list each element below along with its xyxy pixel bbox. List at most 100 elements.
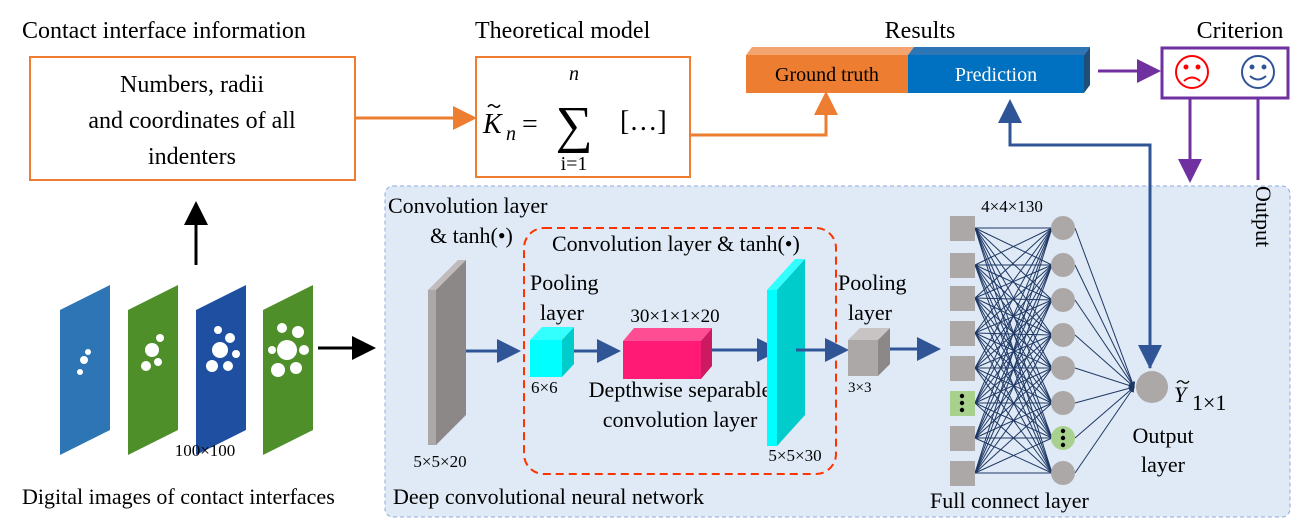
formula-eq: = (522, 109, 538, 140)
pool2-label: Pooling (838, 270, 906, 295)
fc-connection (974, 367, 1053, 474)
output-connection (1074, 227, 1136, 388)
fc-input-node (950, 321, 975, 346)
fc-connection (974, 227, 1053, 334)
dw-label: Depthwise separable (589, 377, 772, 402)
fc-input-node (950, 286, 975, 311)
gt-top (746, 47, 914, 55)
ellipsis-dot (959, 393, 965, 399)
group-label: Convolution layer & tanh(•) (552, 231, 800, 256)
dw-size: 30×1×1×20 (630, 306, 719, 327)
pred-top (908, 47, 1090, 55)
fc-hidden-node (1051, 253, 1075, 277)
fc-connection (974, 334, 1053, 474)
ground-truth-label: Ground truth (775, 64, 879, 86)
image-size: 100×100 (175, 441, 236, 460)
fc-hidden-node (1051, 323, 1075, 347)
criterion-title: Criterion (1197, 18, 1284, 44)
pred-side (1084, 47, 1090, 93)
formula-sum: ∑ (555, 97, 592, 154)
fc-hidden-node (1051, 391, 1075, 415)
fc-input-node (950, 461, 975, 486)
formula-tilde (487, 103, 501, 109)
contact-line: indenters (148, 144, 236, 170)
out-label: layer (1141, 452, 1186, 477)
output-connection (1074, 367, 1135, 389)
conv1-slab (436, 260, 466, 445)
output-label: Output (1251, 186, 1276, 247)
ellipsis-dot (1060, 442, 1066, 448)
contact-box (29, 56, 356, 181)
pool1-label: Pooling (530, 270, 598, 295)
conv1-label: Convolution layer (388, 193, 548, 218)
results-title: Results (885, 18, 956, 44)
criterion-box (1160, 46, 1290, 100)
conv2-slab (777, 259, 805, 446)
output-connection (1074, 385, 1135, 404)
happy-face-icon (1241, 55, 1275, 89)
arrow-model-results (690, 91, 838, 137)
out-symbol: Y (1174, 382, 1189, 407)
fc-input-node (950, 253, 975, 278)
network-title: Deep convolutional neural network (393, 484, 704, 509)
fc-hidden-node (1051, 356, 1075, 380)
ellipsis-dot (959, 400, 965, 406)
fc-connection (974, 227, 1053, 439)
prediction-bar (908, 55, 1084, 93)
formula-k: K (482, 109, 503, 140)
conv1-size: 5×5×20 (413, 452, 466, 471)
output-connection (1074, 334, 1135, 388)
formula-lower: i=1 (561, 153, 588, 175)
dw-label: convolution layer (603, 407, 758, 432)
input-images (60, 285, 313, 455)
fc-input-node (950, 356, 975, 381)
formula-body: […] (620, 106, 667, 137)
formula-sub: n (506, 123, 516, 145)
out-tilde (1176, 380, 1190, 384)
prediction-label: Prediction (955, 64, 1037, 86)
images-caption: Digital images of contact interfaces (22, 484, 335, 509)
fc-size: 4×4×130 (981, 197, 1043, 216)
output-connection (1074, 386, 1135, 439)
ellipsis-dot (1060, 435, 1066, 441)
out-sub: 1×1 (1192, 390, 1226, 415)
model-title: Theoretical model (475, 18, 651, 44)
dw-block (623, 341, 701, 379)
pool2-size: 3×3 (848, 380, 871, 396)
output-connection (1074, 299, 1135, 388)
ellipsis-dot (1060, 428, 1066, 434)
fc-connection (974, 227, 1053, 474)
fc-connection (974, 227, 1053, 369)
out-label: Output (1132, 423, 1193, 448)
fc-hidden-node (1051, 288, 1075, 312)
fc-input-node (950, 426, 975, 451)
fc-hidden-node (1051, 216, 1075, 240)
fc-connection (974, 402, 1053, 474)
output-connection (1074, 264, 1135, 388)
ellipsis-dot (959, 407, 965, 413)
fc-connection (974, 227, 1053, 299)
pool1-cube (530, 340, 562, 377)
pool2-label: layer (848, 300, 893, 325)
output-neuron (1136, 371, 1168, 403)
fc-connection (974, 227, 1053, 266)
pool2-cube (848, 340, 878, 376)
formula-upper: n (569, 63, 579, 85)
fc-hidden-node (1051, 461, 1075, 485)
contact-line: and coordinates of all (88, 108, 296, 134)
fc-label: Full connect layer (930, 488, 1090, 513)
fc-network (950, 216, 1136, 486)
fc-connection (974, 227, 1053, 404)
sad-face-icon (1175, 55, 1209, 89)
contact-title: Contact interface information (22, 18, 306, 44)
output-connection (1074, 386, 1135, 474)
pool1-size: 6×6 (531, 378, 558, 397)
contact-line: Numbers, radii (120, 72, 264, 98)
conv1-label: & tanh(•) (430, 223, 513, 248)
ground-truth-bar (746, 55, 908, 93)
fc-connection (974, 264, 1053, 474)
fc-input-node (950, 216, 975, 241)
fc-connection (974, 437, 1053, 474)
fc-connection (974, 299, 1053, 474)
